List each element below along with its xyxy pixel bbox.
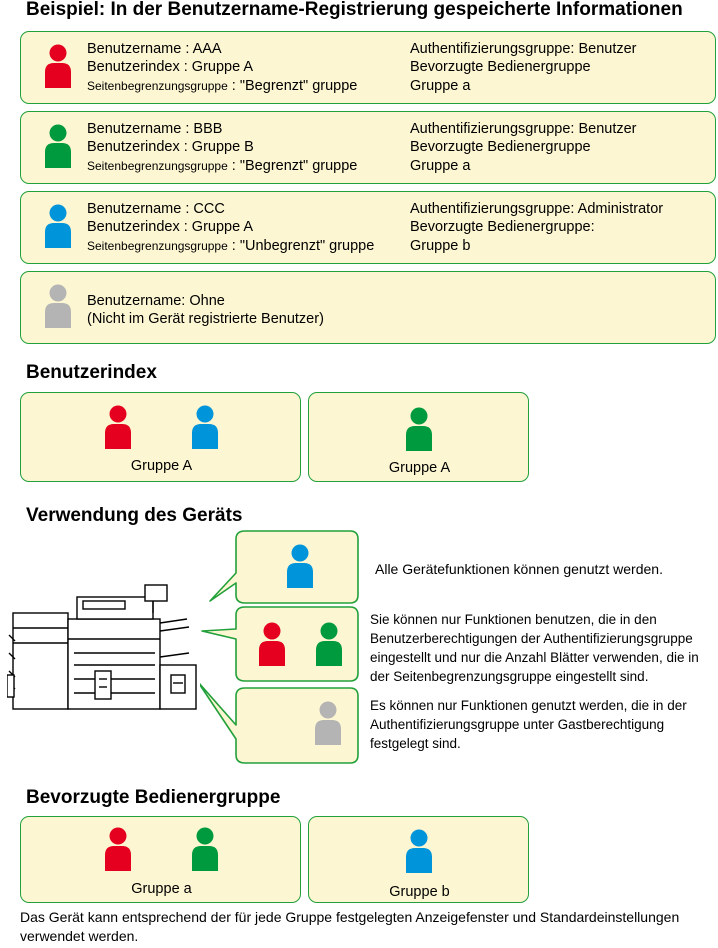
preferred-label: Bevorzugte Bedienergruppe: bbox=[410, 219, 595, 235]
index-group-card-2: Gruppe A bbox=[308, 392, 529, 482]
preferred-heading: Bevorzugte Bedienergruppe bbox=[26, 787, 281, 808]
person-blue-icon bbox=[405, 829, 433, 873]
user-name: Benutzername : AAA bbox=[87, 41, 222, 57]
auth-group: Authentifizierungsgruppe: Benutzer bbox=[410, 41, 637, 57]
person-red-icon bbox=[44, 44, 72, 88]
page-limit-value: : "Begrenzt" gruppe bbox=[227, 158, 358, 174]
auth-group: Authentifizierungsgruppe: Administrator bbox=[410, 201, 664, 217]
person-red-icon bbox=[258, 622, 286, 666]
page-limit-label: Seitenbegrenzungsgruppe bbox=[87, 79, 228, 93]
guest-line-2: (Nicht im Gerät registrierte Benutzer) bbox=[87, 311, 324, 327]
person-blue-icon bbox=[191, 405, 219, 449]
auth-group: Authentifizierungsgruppe: Benutzer bbox=[410, 121, 637, 137]
user-card-bbb: Benutzername : BBB Benutzerindex : Grupp… bbox=[20, 111, 716, 184]
preferred-group-card-1: Gruppe a bbox=[20, 816, 301, 903]
group-label: Gruppe A bbox=[388, 460, 451, 476]
person-gray-icon bbox=[44, 284, 72, 328]
device-usage-heading: Verwendung des Geräts bbox=[26, 505, 243, 526]
user-card-aaa: Benutzername : AAA Benutzerindex : Grupp… bbox=[20, 31, 716, 104]
person-gray-icon bbox=[314, 701, 342, 745]
usage-description-limited: Sie können nur Funktionen benutzen, die … bbox=[370, 612, 699, 684]
preferred-label: Bevorzugte Bedienergruppe bbox=[410, 139, 591, 155]
group-label: Gruppe a bbox=[131, 881, 192, 897]
preferred-label: Bevorzugte Bedienergruppe bbox=[410, 59, 591, 75]
preferred-value: Gruppe a bbox=[410, 78, 471, 94]
person-red-icon bbox=[104, 827, 132, 871]
user-index: Benutzerindex : Gruppe A bbox=[87, 59, 254, 75]
user-card-ccc: Benutzername : CCC Benutzerindex : Grupp… bbox=[20, 191, 716, 264]
preferred-footer-note: Das Gerät kann entsprechend der für jede… bbox=[20, 909, 680, 944]
page-limit-value: : "Begrenzt" gruppe bbox=[227, 78, 358, 94]
index-group-card-1: Gruppe A bbox=[20, 392, 301, 482]
guest-card: Benutzername: Ohne (Nicht im Gerät regis… bbox=[20, 271, 716, 344]
user-name: Benutzername : CCC bbox=[87, 201, 225, 217]
group-label: Gruppe A bbox=[130, 458, 193, 474]
person-green-icon bbox=[315, 622, 343, 666]
person-green-icon bbox=[405, 407, 433, 451]
preferred-value: Gruppe b bbox=[410, 238, 471, 254]
preferred-group-card-2: Gruppe b bbox=[308, 816, 529, 903]
preferred-value: Gruppe a bbox=[410, 158, 471, 174]
usage-description-guest: Es können nur Funktionen genutzt werden,… bbox=[370, 698, 687, 751]
person-blue-icon bbox=[44, 204, 72, 248]
page-limit-label: Seitenbegrenzungsgruppe bbox=[87, 159, 228, 173]
bubble-top bbox=[209, 530, 359, 604]
user-index-heading: Benutzerindex bbox=[26, 362, 157, 383]
user-index: Benutzerindex : Gruppe A bbox=[87, 219, 254, 235]
printer-icon bbox=[7, 584, 197, 710]
group-label: Gruppe b bbox=[389, 884, 450, 900]
person-green-icon bbox=[44, 124, 72, 168]
usage-description-all: Alle Gerätefunktionen können genutzt wer… bbox=[375, 561, 663, 577]
guest-line-1: Benutzername: Ohne bbox=[87, 293, 225, 309]
person-red-icon bbox=[104, 405, 132, 449]
user-name: Benutzername : BBB bbox=[87, 121, 223, 137]
page-limit-value: : "Unbegrenzt" gruppe bbox=[227, 238, 375, 254]
page-title: Beispiel: In der Benutzername-Registrier… bbox=[26, 0, 683, 20]
person-green-icon bbox=[191, 827, 219, 871]
page-limit-label: Seitenbegrenzungsgruppe bbox=[87, 239, 228, 253]
person-blue-icon bbox=[286, 544, 314, 588]
user-index: Benutzerindex : Gruppe B bbox=[87, 139, 254, 155]
